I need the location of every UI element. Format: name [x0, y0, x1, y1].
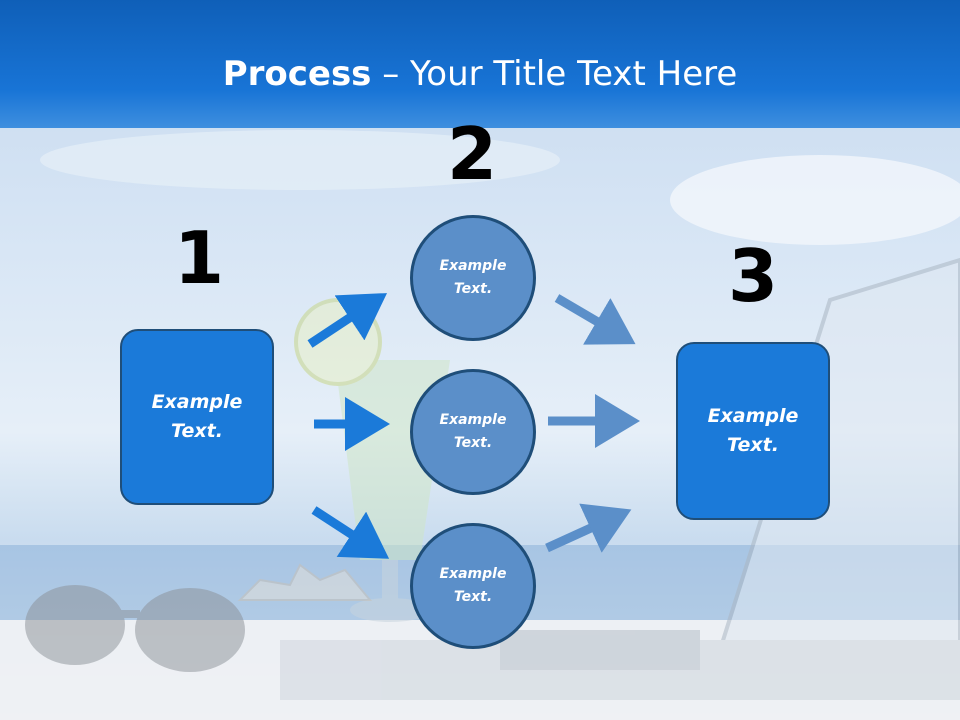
slide-title: Process – Your Title Text Here [0, 52, 960, 96]
step-2-circle-middle: Example Text. [410, 369, 536, 495]
laptop-icon [280, 257, 960, 700]
step-3-text: Example Text. [707, 405, 799, 456]
step-number-3: 3 [727, 234, 779, 318]
sunglasses-icon [25, 585, 245, 672]
step-number-2: 2 [446, 112, 498, 196]
title-bold: Process [222, 54, 372, 94]
arrow-2c-to-3 [545, 503, 632, 553]
step-2-circle-bottom: Example Text. [410, 523, 536, 649]
arrow-1-to-2a [307, 293, 388, 348]
step-1-text: Example Text. [151, 391, 243, 442]
arrow-1-to-2c [311, 506, 390, 559]
step-1-box: Example Text. [120, 329, 274, 505]
step-2-circle-bottom-text: Example Text. [439, 566, 507, 605]
step-2-circle-top-text: Example Text. [439, 258, 507, 297]
title-bar [0, 0, 960, 128]
step-2-circle-top: Example Text. [410, 215, 536, 341]
step-3-box: Example Text. [676, 342, 830, 520]
title-rest: – Your Title Text Here [371, 54, 738, 94]
step-number-1: 1 [173, 216, 225, 300]
seashell-icon [237, 563, 373, 601]
arrow-2a-to-3 [554, 294, 636, 345]
step-2-circle-middle-text: Example Text. [439, 412, 507, 451]
